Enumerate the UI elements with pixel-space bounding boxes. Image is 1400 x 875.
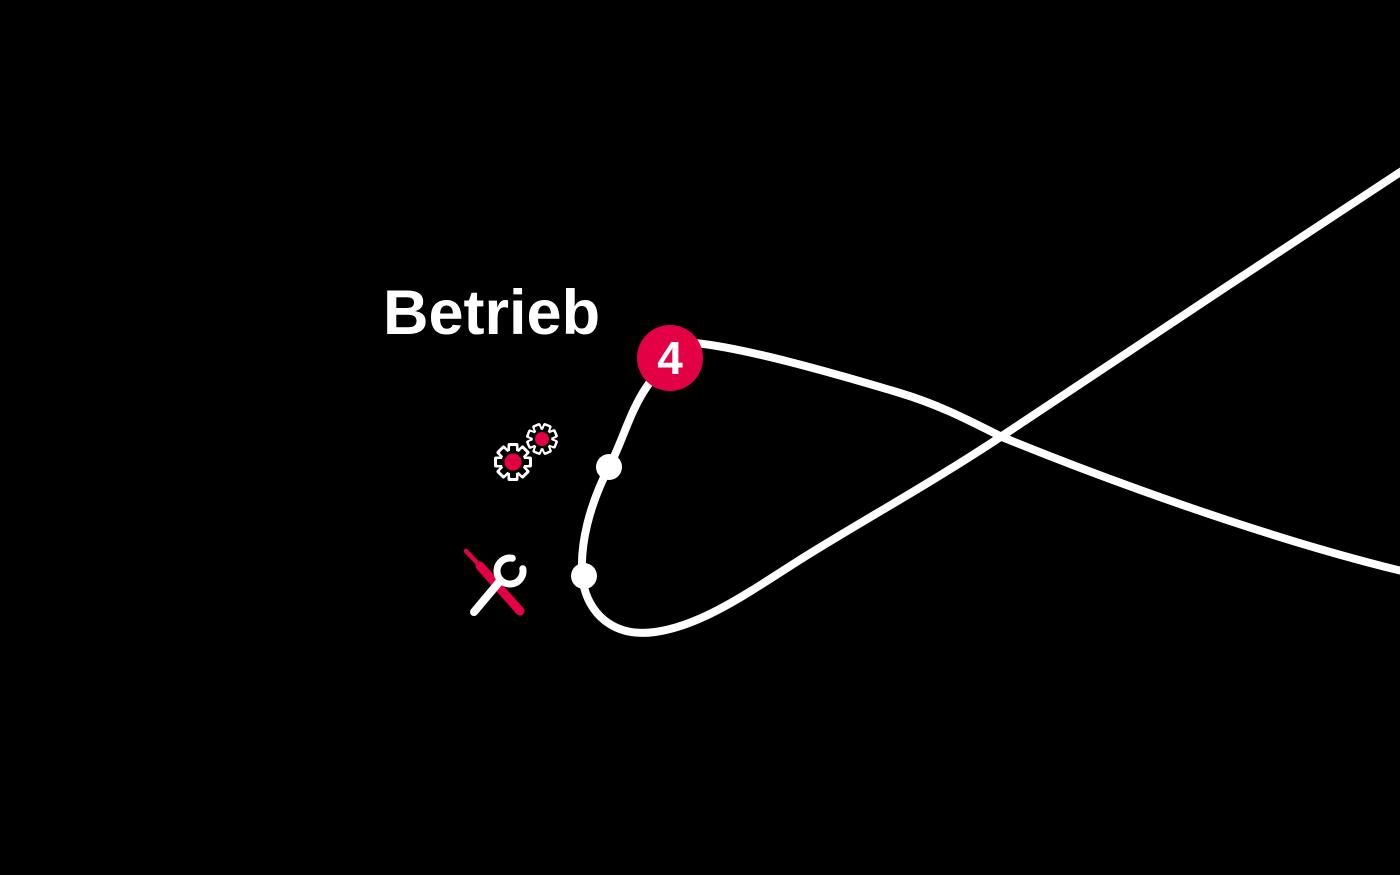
gear-large-icon (494, 443, 532, 481)
wrench-icon (470, 554, 527, 616)
screwdriver-handle (475, 561, 525, 616)
wrench-screwdriver-icon (463, 548, 527, 616)
wrench-handle (470, 577, 504, 616)
gear-large-hub (504, 453, 522, 471)
phase-badge-circle (637, 325, 703, 391)
milestone-dot-1 (596, 454, 622, 480)
phase-label: Betrieb (383, 278, 600, 348)
milestone-dot-2 (571, 563, 597, 589)
gears-icon (494, 423, 558, 481)
phase-number: 4 (657, 332, 683, 384)
lifecycle-curve (577, 167, 1400, 637)
gear-small-hub (535, 432, 549, 446)
screwdriver-icon (463, 548, 525, 616)
gear-small-icon (526, 423, 558, 455)
wrench-jaw (493, 554, 527, 588)
phase-badge: 4 (637, 325, 703, 391)
